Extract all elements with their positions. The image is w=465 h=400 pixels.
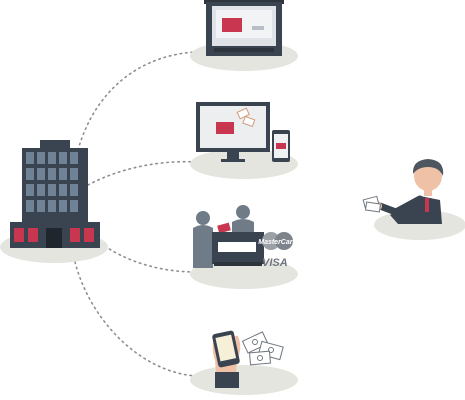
shop-counter-icon (193, 205, 264, 268)
visa-logo: VISA (262, 257, 288, 269)
pedestal-mobile (190, 365, 298, 395)
connector-atm (77, 51, 197, 151)
person-paying-icon (362, 159, 444, 224)
atm-icon (204, 0, 284, 56)
smartphone-icon (272, 130, 290, 162)
pedestal-computer (190, 149, 298, 179)
mastercard-label: MasterCard (258, 239, 297, 246)
connector-computer (87, 160, 197, 186)
bank-building-icon (10, 140, 100, 248)
banknotes-icon (241, 331, 284, 366)
mastercard-logo: MasterCard (258, 232, 297, 250)
visa-label: VISA (262, 257, 288, 269)
hand-holding-phone-icon (212, 330, 241, 388)
pedestal-shop (190, 259, 298, 289)
connector-mobile (74, 261, 197, 377)
connectors (74, 51, 197, 377)
computer-monitor-icon (196, 102, 270, 162)
